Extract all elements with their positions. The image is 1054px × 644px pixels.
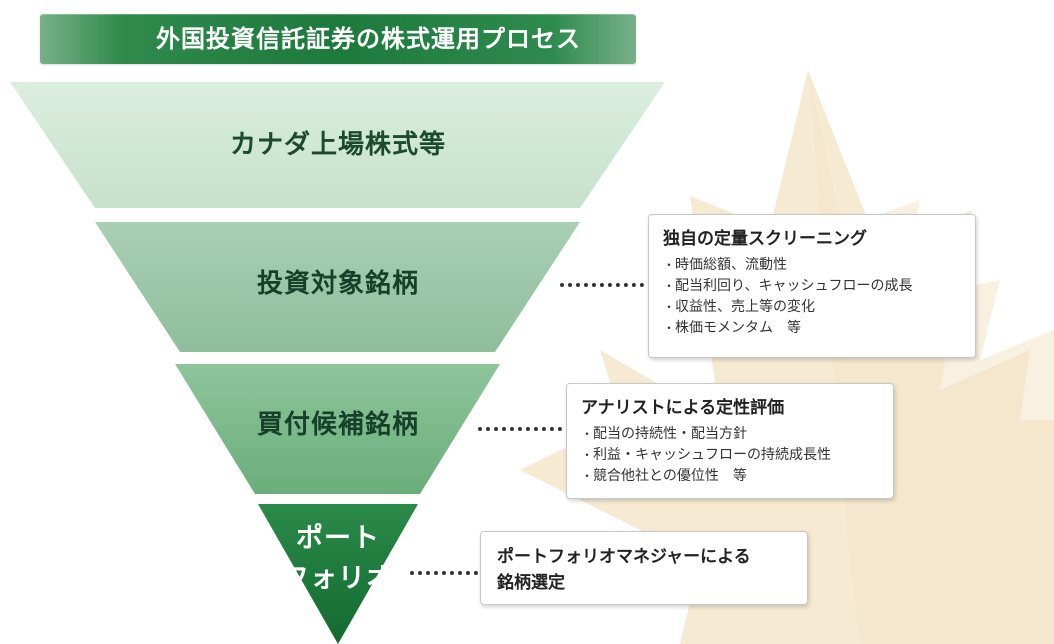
stage-label-4-line2: フォリオ [282,563,394,594]
stage-label-4-line1: ポート [296,523,380,554]
stage-label-3: 買付候補銘柄 [256,410,419,440]
funnel-stage-3 [175,364,500,494]
connector-dots-2 [478,427,562,431]
list-item: 配当の持続性・配当方針 [581,424,879,445]
page-title: 外国投資信託証券の株式運用プロセス [156,25,581,53]
funnel-stage-2 [95,222,580,352]
list-item: 配当利回り、キャッシュフローの成長 [663,276,961,297]
screening-box: 独自の定量スクリーニング 時価総額、流動性 配当利回り、キャッシュフローの成長 … [648,214,976,358]
connector-dots-1 [560,283,644,287]
funnel-stage-1 [10,82,665,208]
analyst-title: アナリストによる定性評価 [581,398,785,418]
manager-box: ポートフォリオマネジャーによる 銘柄選定 [480,531,808,605]
title-banner: 外国投資信託証券の株式運用プロセス [40,14,636,64]
list-item: 利益・キャッシュフローの持続成長性 [581,445,879,466]
list-item: 株価モメンタム 等 [663,318,961,339]
funnel-stage-4 [258,504,418,644]
screening-title: 独自の定量スクリーニング [663,229,867,249]
list-item: 競合他社との優位性 等 [581,466,879,487]
analyst-list: 配当の持続性・配当方針 利益・キャッシュフローの持続成長性 競合他社との優位性 … [581,424,879,487]
stage-label-2: 投資対象銘柄 [256,269,419,299]
stage-label-1: カナダ上場株式等 [229,130,446,160]
manager-text: ポートフォリオマネジャーによる 銘柄選定 [497,547,751,593]
connector-dots-3 [410,571,478,575]
analyst-box: アナリストによる定性評価 配当の持続性・配当方針 利益・キャッシュフローの持続成… [566,383,894,499]
list-item: 収益性、売上等の変化 [663,297,961,318]
list-item: 時価総額、流動性 [663,255,961,276]
screening-list: 時価総額、流動性 配当利回り、キャッシュフローの成長 収益性、売上等の変化 株価… [663,255,961,339]
